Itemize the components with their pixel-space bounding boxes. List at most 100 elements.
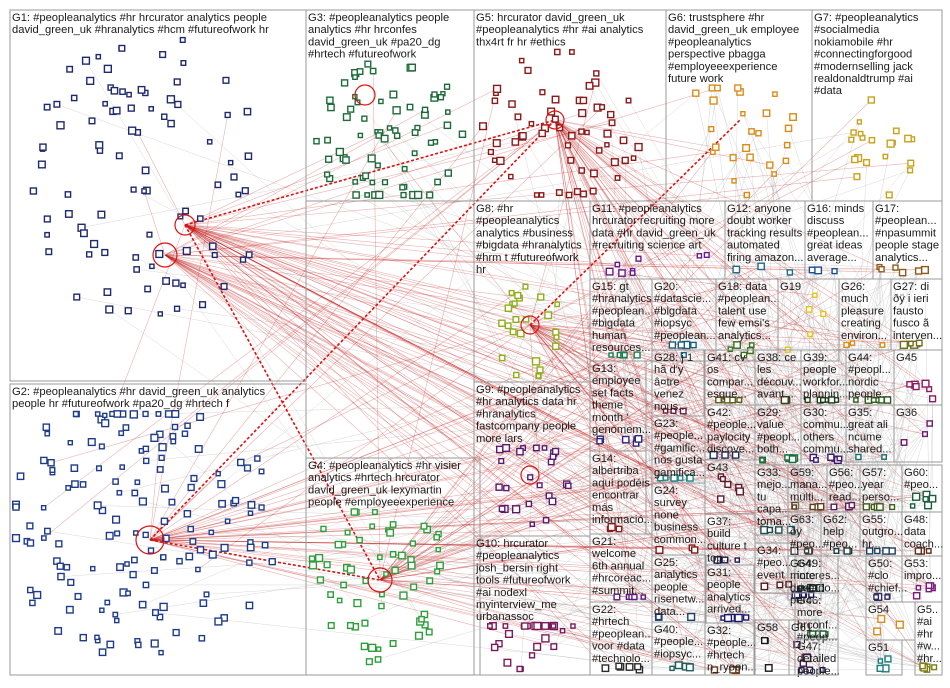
node — [208, 242, 217, 251]
node — [134, 479, 141, 486]
group-g33: G33:mejo...tucapa...toma... — [754, 464, 799, 536]
group-g52: G5..#ai#hr#w...#hr... — [914, 601, 943, 676]
node — [346, 565, 356, 574]
group-label-line: commu... — [803, 419, 849, 431]
edge — [436, 537, 691, 668]
group-label-line: automated — [727, 240, 780, 252]
node — [102, 100, 109, 107]
group-label-line: paylocity — [707, 431, 751, 443]
node — [547, 458, 555, 466]
edge — [133, 189, 765, 531]
node — [245, 601, 254, 610]
group-label-line: analytics... — [875, 252, 928, 264]
group-g29: G29:value#peopl...both... — [754, 404, 802, 466]
node — [537, 293, 545, 301]
edge-hub — [149, 106, 603, 541]
node — [72, 410, 80, 418]
node — [584, 129, 590, 136]
node — [782, 157, 790, 165]
group-label-line: nordic — [848, 376, 879, 388]
edge — [722, 399, 814, 458]
edge-hub — [164, 254, 524, 449]
node — [344, 529, 351, 536]
node — [528, 120, 535, 127]
group-g41: G41: cvoscompar...esque... — [704, 349, 756, 406]
edge-hub — [184, 224, 638, 356]
group-label-line: #peopleanalytics — [668, 36, 752, 48]
edge-hub — [379, 160, 787, 581]
group-label-line: people... — [797, 665, 840, 677]
edge-hub — [379, 344, 673, 581]
edge-hub — [174, 119, 556, 428]
edge — [879, 266, 923, 667]
node — [67, 440, 74, 446]
node — [614, 261, 621, 268]
node — [63, 563, 71, 571]
edge-hub — [149, 344, 918, 541]
node — [356, 68, 364, 76]
node — [168, 498, 176, 506]
node — [334, 540, 343, 549]
edge-hub — [554, 119, 611, 530]
node — [198, 634, 206, 642]
node — [519, 131, 527, 140]
edge — [672, 344, 878, 552]
edge — [621, 272, 780, 531]
group-g54: G54 — [865, 601, 916, 641]
edge-hub — [164, 254, 925, 669]
edge — [788, 270, 919, 459]
node — [236, 458, 245, 467]
group-label-line: myinterview_me — [476, 599, 557, 611]
group-box — [901, 555, 943, 603]
edge — [357, 102, 826, 635]
group-g50: G50:#clo#chief... — [865, 555, 907, 603]
node — [172, 628, 180, 637]
edge — [621, 133, 861, 274]
node — [380, 134, 389, 143]
node — [381, 179, 389, 186]
group-label-line: #peoplean... — [718, 293, 780, 305]
node — [96, 147, 104, 154]
node — [559, 628, 566, 634]
edge-hub — [184, 224, 738, 561]
edge-hub — [529, 324, 681, 479]
node — [585, 81, 594, 90]
node — [103, 288, 112, 296]
node — [884, 594, 891, 600]
edge — [785, 160, 930, 390]
node — [130, 186, 137, 193]
edge-hub — [184, 224, 714, 456]
edge-hub — [149, 454, 736, 541]
node — [95, 53, 102, 60]
node — [16, 472, 25, 481]
edge — [719, 399, 893, 552]
node — [389, 551, 397, 558]
edge — [822, 456, 860, 671]
edge-hub — [379, 266, 880, 581]
node — [409, 540, 417, 547]
node — [657, 474, 664, 482]
group-label-line: G15: gt — [592, 281, 630, 293]
node — [190, 474, 198, 483]
node — [189, 538, 197, 545]
node — [709, 450, 718, 460]
node — [614, 174, 621, 181]
edge — [506, 447, 695, 551]
edge — [742, 113, 857, 401]
edge — [801, 550, 887, 589]
edge — [768, 550, 878, 669]
edge-hub — [529, 324, 660, 551]
node — [70, 464, 79, 473]
node — [37, 160, 46, 169]
node — [798, 667, 805, 674]
node — [116, 563, 125, 572]
edge-hub — [554, 119, 813, 508]
group-label-line: G36 — [896, 407, 917, 419]
group-label-line: build — [707, 528, 731, 540]
edge-hub — [184, 224, 503, 510]
node — [389, 640, 397, 648]
node — [79, 229, 88, 238]
node — [246, 559, 253, 566]
edge — [806, 494, 927, 658]
group-label-line: G58 — [757, 622, 778, 634]
